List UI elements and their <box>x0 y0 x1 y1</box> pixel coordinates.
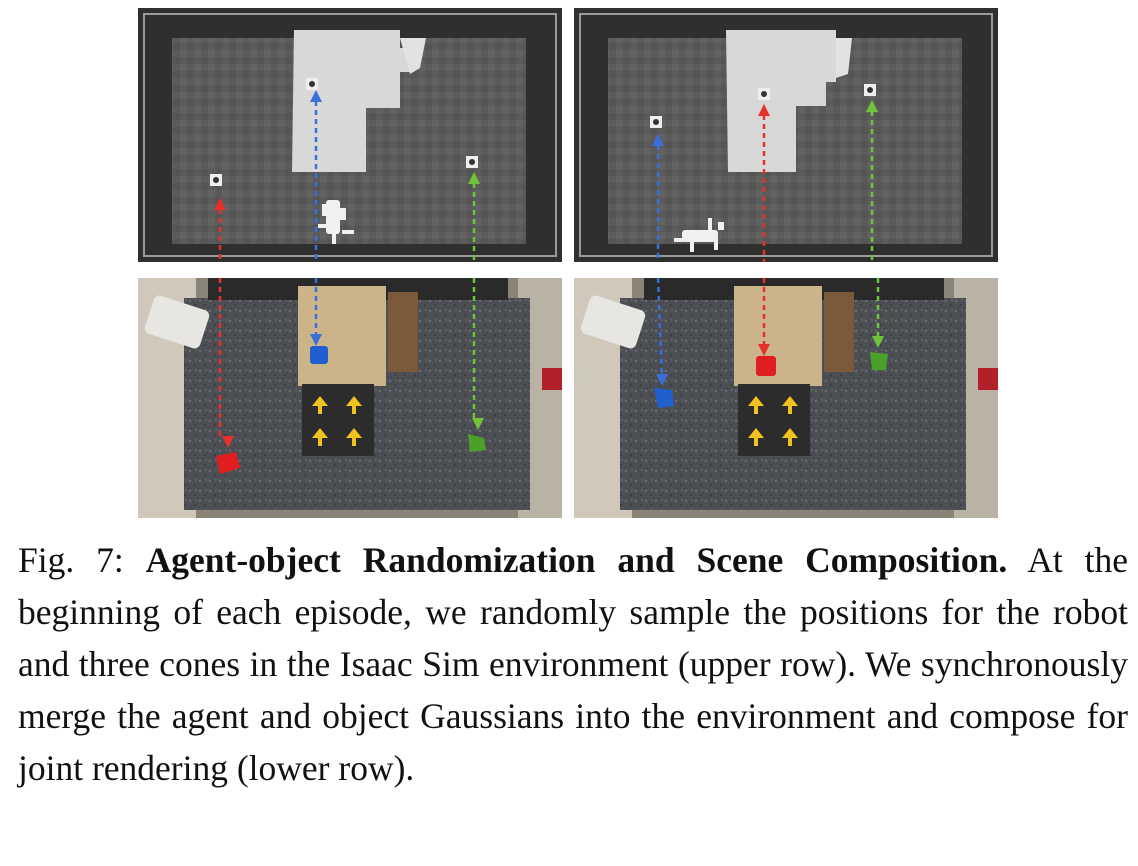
figure-title: Agent-object Randomization and Scene Com… <box>145 540 1008 580</box>
figure-body: At the beginning of each episode, we ran… <box>18 540 1128 788</box>
platform-shape <box>292 30 414 172</box>
cone-red <box>756 356 776 376</box>
sim-scene-right-image <box>574 8 998 262</box>
sim-scene-right <box>574 8 998 262</box>
figure-caption: Fig. 7: Agent-object Randomization and S… <box>18 534 1128 794</box>
cone-blue <box>654 388 674 408</box>
ramp <box>738 384 810 456</box>
ramp <box>302 384 374 456</box>
cone-red <box>216 452 240 474</box>
real-scene-left <box>138 278 562 518</box>
sim-robot <box>318 200 354 244</box>
cone-green <box>870 352 888 370</box>
real-scene-right <box>574 278 998 518</box>
ramp-arrow-icons <box>748 396 798 446</box>
wooden-platform <box>734 286 822 386</box>
real-scene-right-image <box>574 278 998 518</box>
figure-label: Fig. 7: <box>18 540 124 580</box>
cone-green <box>468 434 486 452</box>
real-scene-left-image <box>138 278 562 518</box>
platform-shape <box>726 30 836 172</box>
ramp-arrow-icons <box>312 396 362 446</box>
sim-scene-left-image <box>138 8 562 262</box>
sim-robot <box>674 218 724 252</box>
cone-blue <box>310 346 328 364</box>
sim-scene-left <box>138 8 562 262</box>
